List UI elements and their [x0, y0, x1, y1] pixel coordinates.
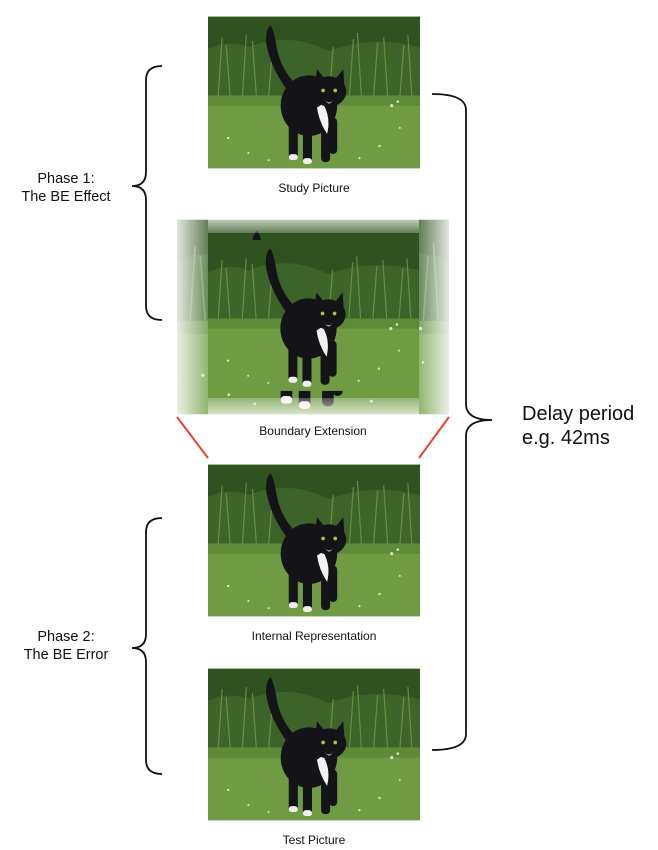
- delay-bracket: [431, 93, 493, 751]
- test-picture: [208, 668, 420, 821]
- phase1-label-line2: The BE Effect: [21, 189, 111, 205]
- connector-line-right: [418, 416, 450, 459]
- phase1-label-line1: Phase 1:: [37, 171, 95, 187]
- phase1-label: Phase 1: The BE Effect: [6, 170, 126, 206]
- delay-label-line1: Delay period: [522, 403, 635, 425]
- study-picture-caption: Study Picture: [278, 181, 350, 195]
- phase2-label: Phase 2: The BE Error: [6, 628, 126, 664]
- phase1-bracket: [131, 65, 163, 321]
- phase2-label-line2: The BE Error: [23, 647, 109, 663]
- boundary-extension-picture: [177, 217, 449, 417]
- test-picture-caption: Test Picture: [282, 833, 346, 847]
- delay-label-line2: e.g. 42ms: [522, 427, 610, 449]
- phase2-bracket: [131, 517, 163, 775]
- delay-label: Delay period e.g. 42ms: [522, 402, 634, 450]
- study-picture: [208, 16, 420, 169]
- phase2-label-line1: Phase 2:: [37, 629, 95, 645]
- internal-representation-caption: Internal Representation: [251, 629, 377, 643]
- connector-line-left: [176, 416, 209, 459]
- boundary-extension-caption: Boundary Extension: [259, 424, 367, 438]
- internal-representation-picture: [208, 464, 420, 617]
